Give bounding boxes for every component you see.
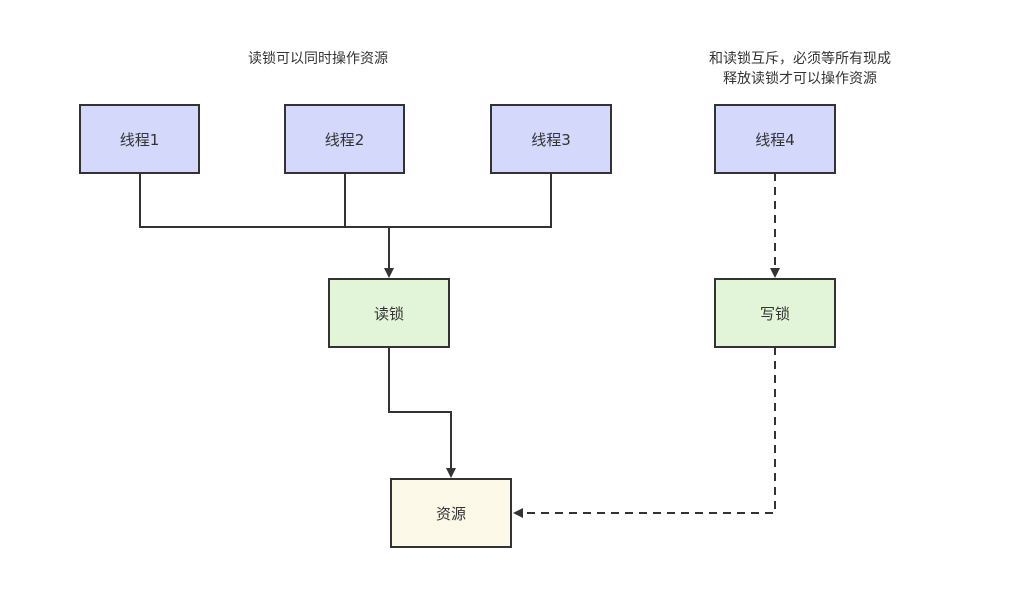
- read-lock-node[interactable]: 读锁: [328, 278, 450, 348]
- read-lock-note: 读锁可以同时操作资源: [218, 49, 418, 69]
- thread4-node[interactable]: 线程4: [714, 104, 836, 174]
- thread1-label: 线程1: [119, 130, 160, 149]
- resource-node[interactable]: 资源: [390, 478, 512, 548]
- write-lock-note: 和读锁互斥，必须等所有现成 释放读锁才可以操作资源: [680, 49, 920, 89]
- arrow-write-lock-to-resource: [513, 347, 776, 518]
- thread1-node[interactable]: 线程1: [79, 104, 200, 174]
- write-lock-node[interactable]: 写锁: [714, 278, 836, 348]
- read-lock-label: 读锁: [373, 304, 404, 323]
- resource-label: 资源: [435, 504, 466, 523]
- write-lock-note-line2: 释放读锁才可以操作资源: [723, 71, 877, 87]
- thread2-label: 线程2: [324, 130, 365, 149]
- write-lock-label: 写锁: [759, 304, 790, 323]
- write-lock-note-line1: 和读锁互斥，必须等所有现成: [709, 51, 891, 67]
- arrow-read-lock-to-resource: [388, 347, 456, 478]
- thread3-node[interactable]: 线程3: [490, 104, 612, 174]
- thread2-node[interactable]: 线程2: [284, 104, 405, 174]
- thread3-label: 线程3: [531, 130, 571, 149]
- read-lock-note-text: 读锁可以同时操作资源: [248, 51, 388, 67]
- thread4-label: 线程4: [755, 130, 795, 149]
